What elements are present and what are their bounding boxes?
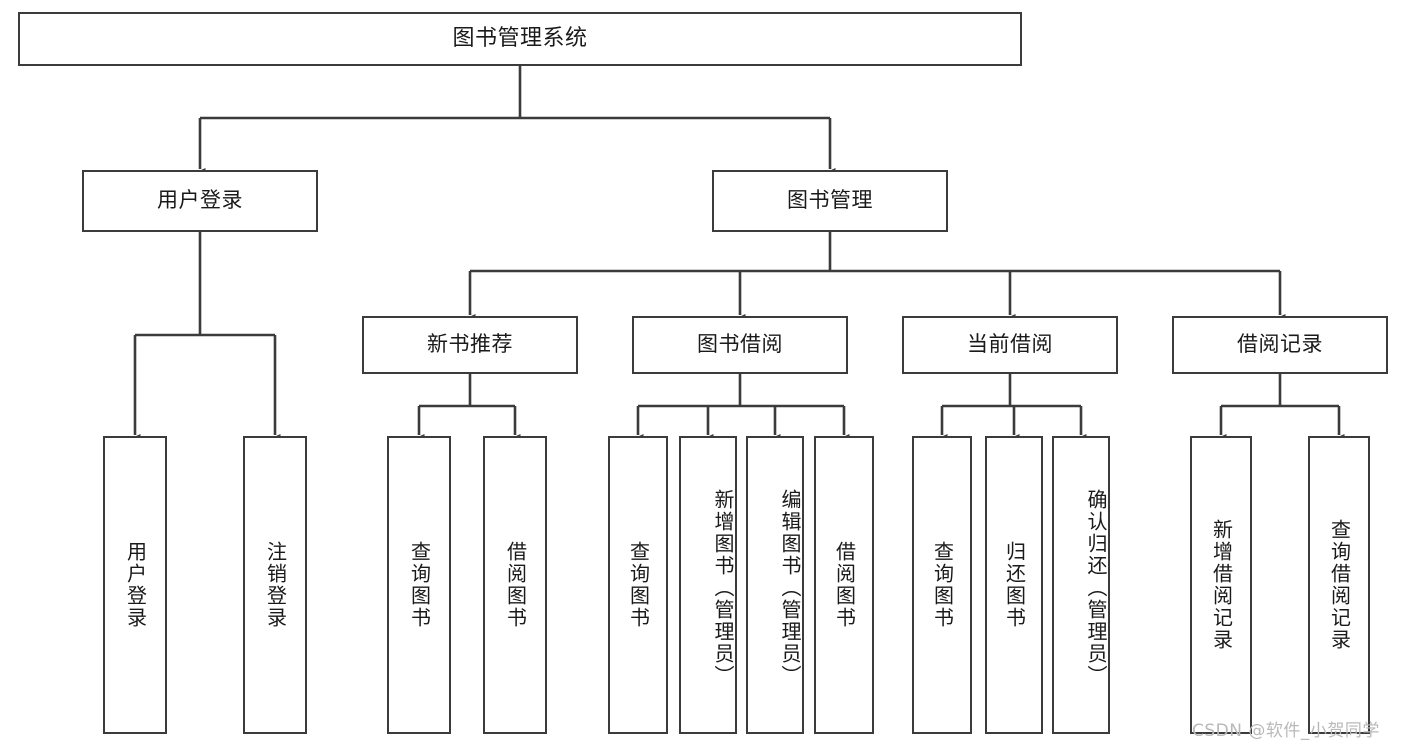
leaf-query-book-recommend[interactable]: 查询图书 (387, 436, 451, 734)
leaf-add-book-admin[interactable]: 新增图书（管理员） (679, 436, 737, 734)
leaf-user-login[interactable]: 用户登录 (103, 436, 167, 734)
leaf-borrow-book[interactable]: 借阅图书 (814, 436, 874, 734)
node-new-book-recommend[interactable]: 新书推荐 (362, 316, 578, 374)
leaf-return-book[interactable]: 归还图书 (985, 436, 1043, 734)
node-book-manage[interactable]: 图书管理 (712, 170, 948, 232)
leaf-edit-book-admin[interactable]: 编辑图书（管理员） (746, 436, 804, 734)
csdn-watermark: CSDN @软件_小贺同学 (1192, 721, 1380, 741)
node-borrow-record[interactable]: 借阅记录 (1172, 316, 1388, 374)
leaf-borrow-book-recommend[interactable]: 借阅图书 (483, 436, 547, 734)
leaf-add-borrow-record[interactable]: 新增借阅记录 (1190, 436, 1252, 734)
leaf-query-book-borrow[interactable]: 查询图书 (608, 436, 668, 734)
node-root[interactable]: 图书管理系统 (18, 12, 1022, 66)
leaf-confirm-return-admin[interactable]: 确认归还（管理员） (1052, 436, 1110, 734)
node-current-borrow[interactable]: 当前借阅 (902, 316, 1118, 374)
node-user-login[interactable]: 用户登录 (82, 170, 318, 232)
leaf-query-borrow-record[interactable]: 查询借阅记录 (1308, 436, 1370, 734)
node-book-borrow[interactable]: 图书借阅 (632, 316, 848, 374)
leaf-user-logout[interactable]: 注销登录 (243, 436, 307, 734)
leaf-query-book-current[interactable]: 查询图书 (912, 436, 972, 734)
